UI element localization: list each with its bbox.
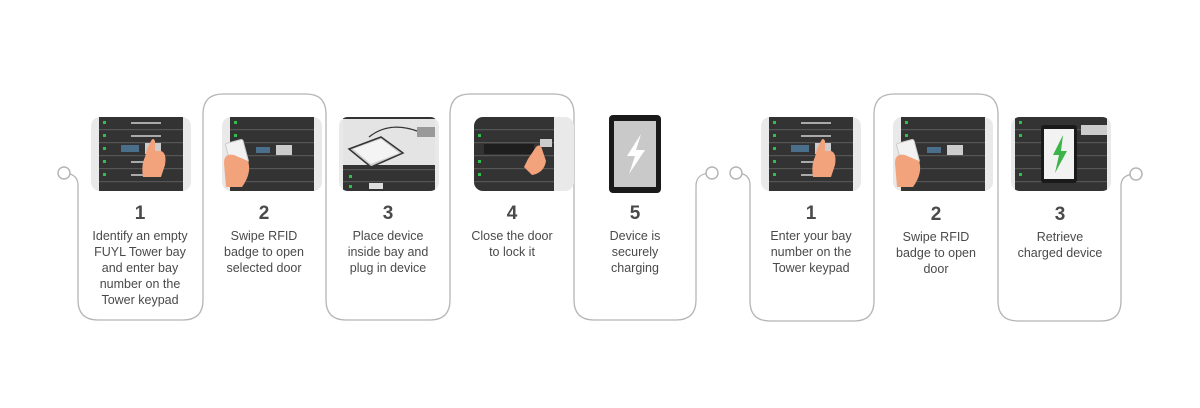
step-description: Retrieve charged device (1017, 230, 1103, 260)
step-5-image (599, 114, 669, 196)
step-3b-text: 3 Retrieve charged device (999, 204, 1121, 261)
step-description: Close the door to lock it (471, 229, 553, 259)
step-4-image (474, 117, 574, 191)
step-number: 2 (258, 203, 270, 224)
step-description: Place device inside bay and plug in devi… (347, 229, 429, 275)
connector-path-right (735, 93, 1137, 322)
door-close-icon (474, 117, 554, 191)
step-1-image (91, 117, 191, 191)
step-number: 4 (506, 203, 518, 224)
connector-start-dot-2 (729, 166, 743, 180)
step-1b-text: 1 Enter your bay number on the Tower key… (750, 203, 872, 276)
step-2b-text: 2 Swipe RFID badge to open door (875, 204, 997, 277)
tablet-charged-icon (1015, 117, 1107, 191)
step-3b-image (1011, 117, 1111, 191)
step-2-text: 2 Swipe RFID badge to open selected door (203, 203, 325, 276)
connector-start-dot (57, 166, 71, 180)
rfid-badge-icon (224, 117, 314, 191)
step-2-image (222, 117, 322, 191)
step-5-text: 5 Device is securely charging (574, 203, 696, 276)
connector-path-left (63, 93, 712, 321)
step-1-text: 1 Identify an empty FUYL Tower bay and e… (79, 203, 201, 308)
step-2b-image (893, 117, 993, 191)
connector-end-dot-2 (1129, 167, 1143, 181)
step-number: 2 (930, 204, 942, 225)
tower-keypad-icon (99, 117, 183, 191)
tower-keypad-icon (769, 117, 853, 191)
step-description: Swipe RFID badge to open selected door (224, 229, 304, 275)
device-plug-in-icon (343, 117, 435, 191)
step-description: Enter your bay number on the Tower keypa… (770, 229, 852, 275)
step-number: 1 (805, 203, 817, 224)
step-3-text: 3 Place device inside bay and plug in de… (327, 203, 449, 276)
step-number: 3 (382, 203, 394, 224)
step-description: Identify an empty FUYL Tower bay and ent… (92, 229, 188, 307)
step-3-image (339, 117, 439, 191)
step-4-text: 4 Close the door to lock it (451, 203, 573, 260)
step-1b-image (761, 117, 861, 191)
step-number: 1 (134, 203, 146, 224)
step-number: 3 (1054, 204, 1066, 225)
step-number: 5 (629, 203, 641, 224)
step-description: Swipe RFID badge to open door (896, 230, 976, 276)
connector-end-dot (705, 166, 719, 180)
rfid-badge-icon (895, 117, 985, 191)
step-description: Device is securely charging (609, 229, 661, 275)
tablet-charging-icon (609, 115, 661, 193)
